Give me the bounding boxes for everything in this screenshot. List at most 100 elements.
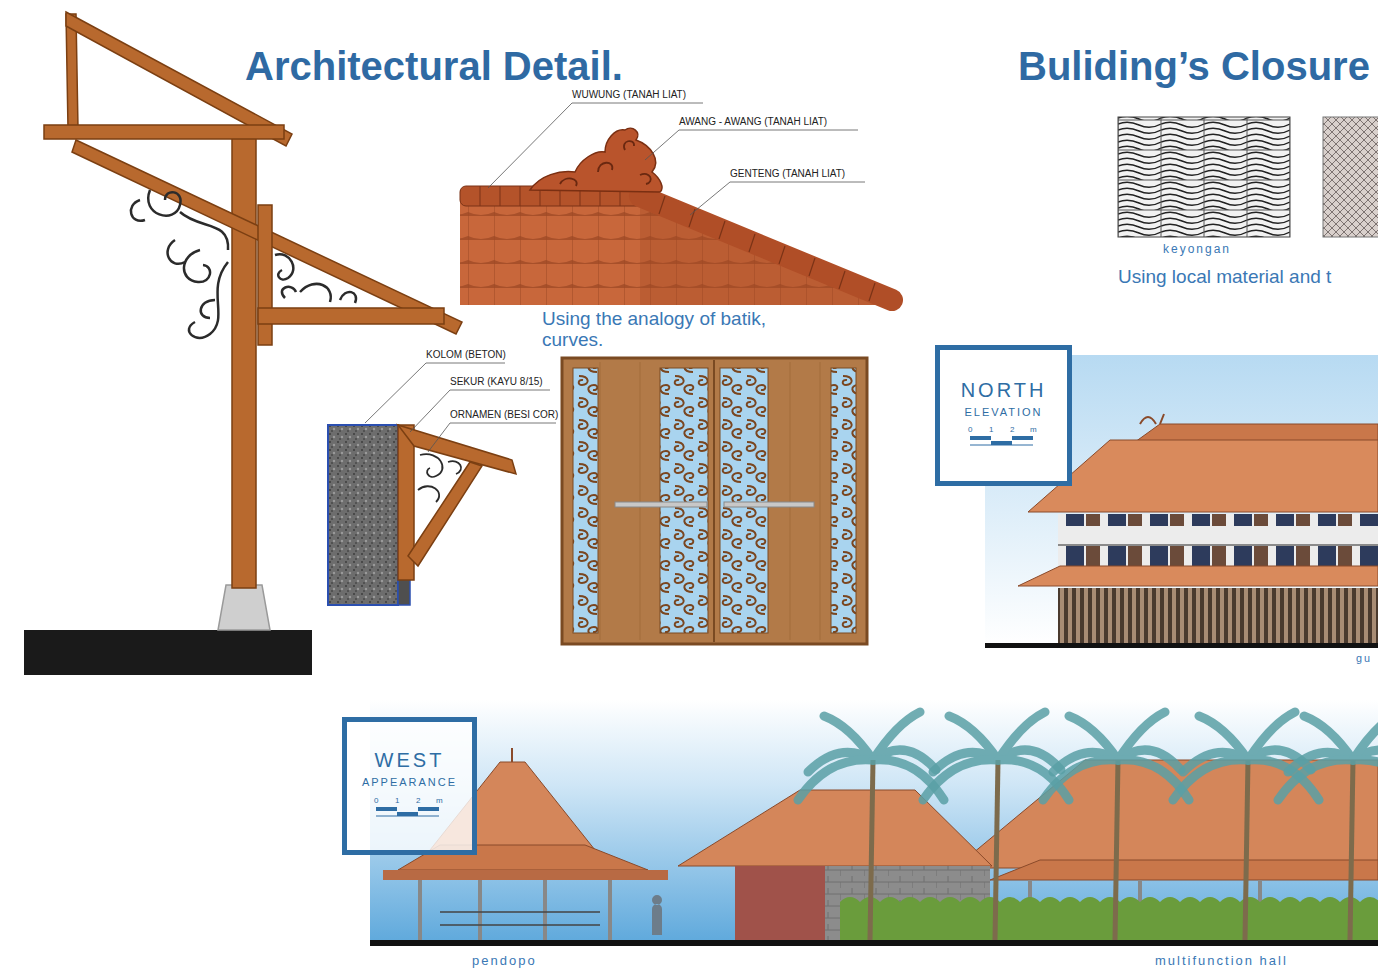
batik-door (600, 362, 820, 640)
scale-number: 2 (416, 796, 420, 806)
roof-tile-drawing (530, 128, 662, 192)
roof-tile-drawing (460, 103, 898, 305)
north-elevation-drawing (1140, 414, 1164, 424)
north-elevation-drawing (1028, 440, 1378, 512)
north-elevation-drawing (935, 345, 1072, 486)
column-bracket-drawing (398, 425, 516, 474)
building-name: gu (1356, 652, 1372, 665)
building-name: multifunction hall (1155, 953, 1288, 969)
north-elevation-drawing (1058, 588, 1378, 643)
column-bracket-drawing (448, 461, 461, 474)
west-appearance-drawing (370, 940, 1378, 946)
north-elevation-drawing (970, 445, 1033, 446)
west-appearance-drawing (840, 897, 1378, 940)
part-label: ORNAMEN (BESI COR) (450, 409, 558, 421)
batik-door (831, 368, 856, 633)
view-name: WEST (347, 748, 472, 772)
column-bracket-drawing (420, 454, 443, 477)
batik-door (660, 368, 708, 633)
part-label: KOLOM (BETON) (426, 349, 506, 361)
roof-bracket-drawing (180, 212, 228, 250)
west-appearance-drawing (376, 816, 439, 817)
view-tag: WEST APPEARANCE (342, 717, 477, 855)
keyongan-tile (1323, 117, 1378, 237)
scale-number: 1 (989, 425, 993, 435)
west-appearance-drawing (418, 807, 439, 811)
west-appearance-drawing (511, 748, 513, 762)
material-name: keyongan (1163, 242, 1231, 256)
column-bracket-drawing (328, 425, 398, 605)
north-elevation-drawing (1135, 424, 1378, 442)
west-appearance-drawing (440, 912, 600, 925)
column-bracket-drawing (418, 486, 439, 502)
column-bracket-drawing (418, 454, 461, 502)
west-appearance-drawing (543, 880, 547, 940)
north-elevation-drawing (1012, 436, 1033, 440)
roof-tile-drawing (640, 196, 898, 305)
roof-bracket-drawing (258, 308, 444, 324)
west-appearance-drawing (923, 712, 1069, 940)
note-text: Using the analogy of batik, curves. (542, 309, 827, 351)
view-name: NORTH (940, 378, 1067, 402)
west-appearance-drawing (342, 717, 477, 855)
west-appearance-drawing (478, 880, 482, 940)
scale-unit: m (1030, 425, 1037, 435)
batik-door (615, 502, 707, 507)
part-label: SEKUR (KAYU 8/15) (450, 376, 543, 388)
view-type: ELEVATION (940, 406, 1067, 419)
roof-tile-drawing (640, 196, 892, 300)
north-elevation-drawing (1018, 566, 1378, 586)
west-appearance-drawing (1278, 712, 1378, 940)
north-elevation-drawing (1058, 544, 1378, 546)
west-appearance-drawing (383, 870, 668, 880)
note-text: Using local material and t (1118, 266, 1331, 289)
view-type: APPEARANCE (347, 776, 472, 789)
west-appearance-drawing (798, 712, 944, 940)
roof-tile-drawing (460, 190, 898, 305)
roof-tile-drawing (560, 141, 651, 186)
west-appearance-drawing (608, 880, 612, 940)
batik-door (562, 358, 867, 644)
building-name: pendopo (472, 953, 537, 969)
roof-tile-drawing (488, 103, 703, 188)
roof-bracket-drawing (44, 125, 284, 139)
roof-bracket-drawing (184, 250, 210, 282)
roof-bracket-drawing (131, 200, 145, 221)
west-appearance-drawing (1043, 712, 1189, 940)
scale-number: 0 (968, 425, 972, 435)
roof-bracket-drawing (131, 190, 356, 338)
north-elevation-drawing (991, 441, 1012, 445)
west-appearance-drawing (1173, 712, 1319, 940)
keyongan-tile (1118, 117, 1290, 237)
scale-number: 2 (1010, 425, 1014, 435)
roof-bracket-drawing (24, 12, 462, 675)
batik-door (720, 368, 768, 633)
west-appearance-drawing (397, 812, 418, 816)
part-label: GENTENG (TANAH LIAT) (730, 168, 845, 180)
column-bracket-drawing (408, 462, 482, 566)
west-appearance-drawing (376, 807, 397, 811)
west-appearance-drawing (418, 880, 422, 940)
batik-door (724, 502, 814, 507)
roof-bracket-drawing (282, 287, 296, 298)
batik-door (573, 368, 598, 633)
scale-number: 0 (374, 796, 378, 806)
poster-title: Architectural Detail. (245, 42, 623, 90)
column-bracket-drawing (398, 425, 516, 580)
section-title: Buliding’s Closure (1018, 42, 1370, 90)
west-appearance-drawing (652, 895, 662, 935)
roof-bracket-drawing (168, 240, 185, 264)
batik-door (713, 360, 715, 642)
roof-bracket-drawing (218, 585, 270, 630)
scale-unit: m (436, 796, 443, 806)
column-bracket-drawing (365, 363, 556, 452)
west-appearance-drawing (735, 866, 825, 940)
scale-number: 1 (395, 796, 399, 806)
roof-tile-drawing (659, 196, 875, 301)
keyongan-tile (1118, 117, 1378, 237)
part-label: AWANG - AWANG (TANAH LIAT) (679, 116, 827, 128)
roof-bracket-drawing (232, 138, 256, 588)
